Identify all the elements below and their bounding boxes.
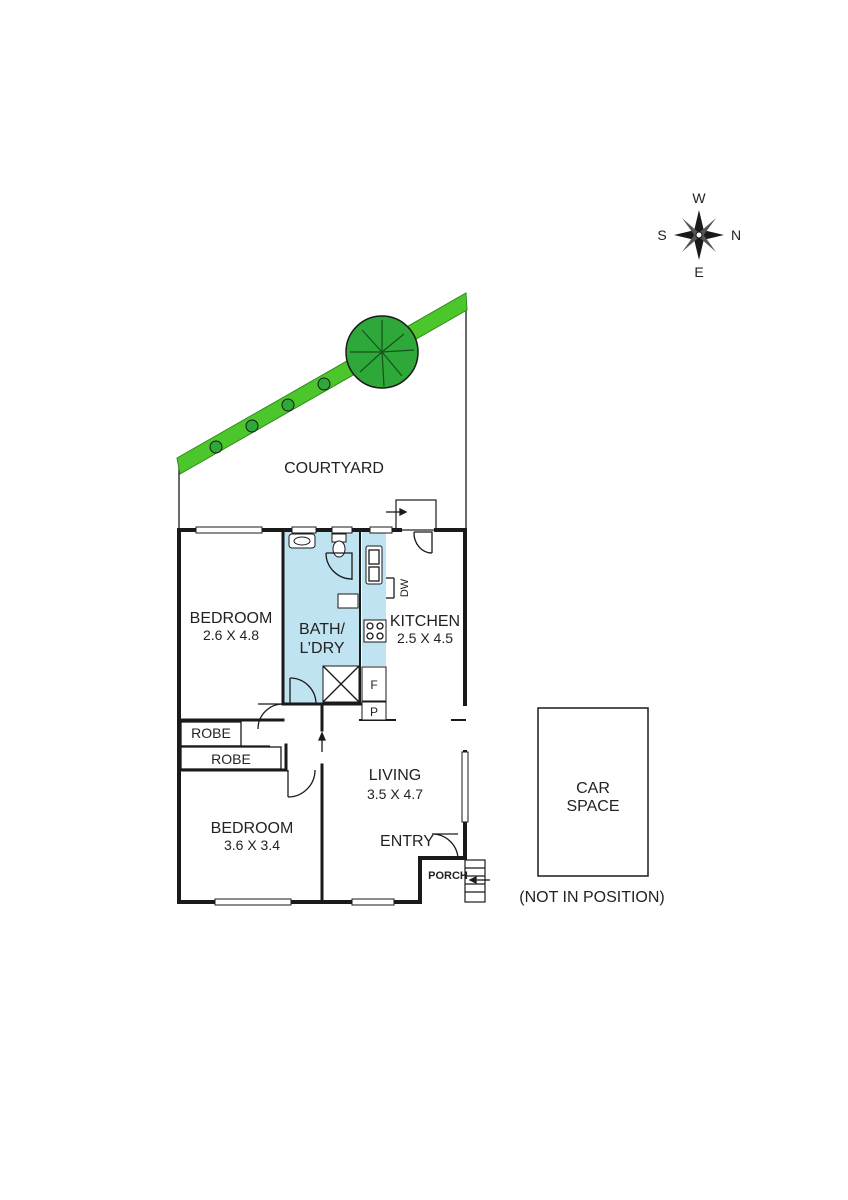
kitchen-name: KITCHEN [390,613,460,630]
not-in-position-note: (NOT IN POSITION) [519,889,664,906]
bath-label-line2: L’DRY [299,640,344,657]
robe2-label: ROBE [211,751,251,767]
bedroom1-dims: 2.6 X 4.8 [203,627,259,643]
shrub-icon [209,377,331,454]
tree-icon [345,315,419,389]
compass-west-label: W [692,190,706,206]
courtyard-label: COURTYARD [284,460,384,477]
courtyard-boundary [178,300,467,528]
porch-label: PORCH [428,870,468,882]
kitchen-dims: 2.5 X 4.5 [397,630,453,646]
living-name: LIVING [369,767,421,784]
robe1-label: ROBE [191,725,231,741]
compass-south-label: S [657,227,666,243]
car-space-line1: CAR [576,780,610,797]
living-dims: 3.5 X 4.7 [367,786,423,802]
entry-arrow-icon [318,507,490,885]
compass-east-label: E [694,264,703,280]
fridge-label: F [370,678,377,692]
dishwasher-label: DW [399,578,411,597]
door-swings [257,499,486,903]
car-space-line2: SPACE [566,798,619,815]
interior-walls [177,528,466,904]
compass-rose-icon [674,210,724,260]
bedroom2-dims: 3.6 X 3.4 [224,837,280,853]
kitchen-fixtures [361,545,395,721]
robe-box [180,746,282,770]
bedroom1-name: BEDROOM [190,610,273,627]
bedroom2-name: BEDROOM [211,820,294,837]
compass-north-label: N [731,227,741,243]
bath-label-line1: BATH/ [299,621,345,638]
entry-label: ENTRY [380,833,434,850]
pantry-label: P [370,705,378,719]
robe-box [180,721,242,747]
windows [195,526,469,906]
bath-fixtures [288,533,360,703]
car-space-box [537,707,649,877]
